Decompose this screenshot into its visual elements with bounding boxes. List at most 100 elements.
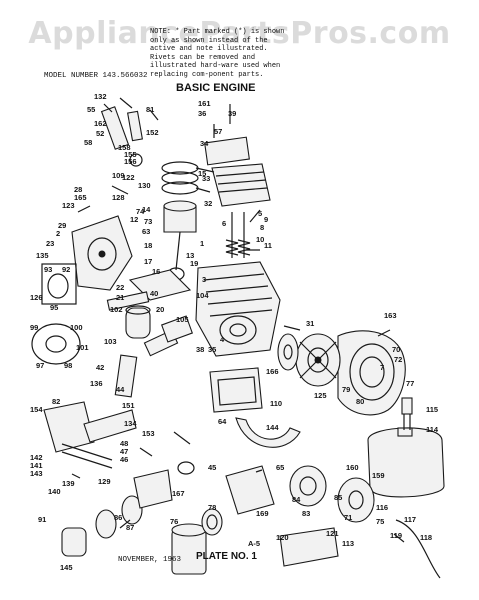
callout: 40	[150, 289, 158, 298]
bolt	[401, 397, 413, 430]
callout: 39	[228, 109, 236, 118]
callout: 158	[118, 143, 131, 152]
crankshaft	[106, 231, 192, 311]
fuel-tank	[367, 427, 445, 498]
callout: 75	[376, 517, 384, 526]
callout: 34	[200, 139, 209, 148]
callout: 155	[124, 150, 137, 159]
callout: 145	[60, 563, 73, 572]
callout: 20	[156, 305, 164, 314]
filter-stack	[61, 495, 143, 557]
callout: 7	[380, 363, 384, 372]
callout: 118	[420, 533, 432, 542]
callout: 98	[64, 361, 72, 370]
callout: 109	[112, 171, 125, 180]
callout: 38	[196, 345, 204, 354]
owners-manual	[225, 465, 275, 515]
crankcase	[195, 261, 281, 357]
cylinder-head	[204, 136, 271, 207]
callout: 78	[208, 503, 216, 512]
callout: 79	[342, 385, 350, 394]
callout: 46	[120, 455, 128, 464]
callout: 10	[256, 235, 264, 244]
callout: 114	[426, 425, 439, 434]
callout: 113	[342, 539, 354, 548]
callout: 55	[87, 105, 95, 114]
callout: 70	[392, 345, 400, 354]
coil-inset	[31, 323, 81, 365]
callout: 76	[170, 517, 178, 526]
callout: 77	[406, 379, 414, 388]
callout: 31	[306, 319, 314, 328]
filter-element	[171, 523, 207, 575]
callout: 9	[264, 215, 268, 224]
callout: 143	[30, 469, 43, 478]
drive-pulley	[289, 465, 327, 507]
parts-note: NOTE: * Part marked (*) is shown only as…	[150, 28, 285, 79]
shield-plate	[279, 527, 339, 567]
callout: 21	[116, 293, 124, 302]
callout: 121	[326, 529, 339, 538]
callout: 87	[126, 523, 134, 532]
callout: 47	[120, 447, 128, 456]
callout: 42	[96, 363, 104, 372]
callout: 83	[302, 509, 310, 518]
callout: 160	[346, 463, 359, 472]
callout-labels: 132 55 81 162 52 152 58 158 155 156 161 …	[30, 92, 439, 572]
callout: 44	[116, 385, 125, 394]
leader-lines	[71, 97, 405, 543]
callout: 104	[196, 291, 209, 300]
callout: 101	[76, 343, 89, 352]
callout: 73	[144, 217, 152, 226]
callout: 159	[372, 471, 385, 480]
callout: 48	[120, 439, 128, 448]
callout: A-5	[248, 539, 260, 548]
callout: 123	[62, 201, 75, 210]
callout: 162	[94, 119, 107, 128]
callout: 103	[104, 337, 117, 346]
callout: 17	[144, 257, 152, 266]
callout: 165	[74, 193, 87, 202]
callout: 22	[116, 283, 124, 292]
callout: 36	[198, 109, 206, 118]
callout: 72	[394, 355, 402, 364]
callout: 63	[142, 227, 150, 236]
callout: 5	[258, 209, 262, 218]
callout: 134	[124, 419, 137, 428]
callout: 11	[264, 241, 272, 250]
callout: 1	[200, 239, 204, 248]
callout: 95	[50, 303, 58, 312]
magneto-inset	[41, 263, 77, 305]
air-cleaner	[43, 401, 95, 453]
callout: 163	[384, 311, 397, 320]
crankcase-cover	[71, 215, 133, 291]
callout: 102	[110, 305, 123, 314]
callout: 28	[74, 185, 82, 194]
governor-parts	[133, 461, 195, 509]
callout: 80	[356, 397, 364, 406]
callout: 117	[404, 515, 416, 524]
callout: 19	[190, 259, 198, 268]
callout: 136	[90, 379, 103, 388]
callout: 85	[334, 493, 342, 502]
callout: 16	[152, 267, 160, 276]
callout: 45	[208, 463, 216, 472]
callout: 92	[62, 265, 70, 274]
diagram-title: BASIC ENGINE	[176, 82, 256, 94]
callout: 97	[36, 361, 44, 370]
callout: 115	[426, 405, 438, 414]
callout: 13	[186, 251, 194, 260]
callout: 141	[30, 461, 43, 470]
muffler	[125, 305, 151, 339]
callout: 151	[122, 401, 135, 410]
valve-train	[225, 212, 251, 258]
callout: 142	[30, 453, 43, 462]
callout: 3	[202, 275, 206, 284]
callout: 29	[58, 221, 66, 230]
callout: 86	[114, 513, 122, 522]
callout: 74	[136, 207, 145, 216]
callout: 18	[144, 241, 152, 250]
callout: 153	[142, 429, 155, 438]
callout: 32	[204, 199, 212, 208]
